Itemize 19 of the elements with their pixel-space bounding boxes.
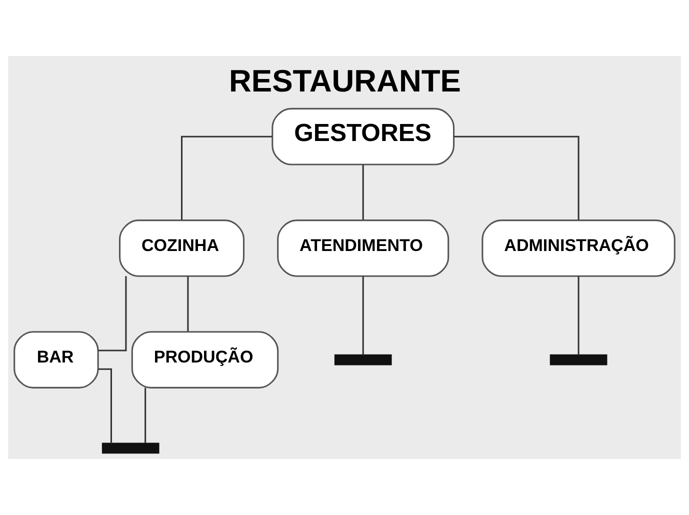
node-box: COZINHA [118,220,245,277]
node-bar [550,354,608,366]
node-bar [334,354,392,366]
connector [180,136,272,220]
connector [362,276,364,355]
connector [187,276,189,332]
connector [454,136,580,220]
connector [362,164,364,220]
node-box: GESTORES [272,108,455,166]
node-box: ADMINISTRAÇÃO [482,220,676,277]
connector [144,388,146,444]
connector [98,276,127,352]
node-box: ATENDIMENTO [277,220,450,277]
node-bar [102,442,160,454]
node-box: BAR [14,331,99,388]
connector [98,368,112,444]
connector [578,276,580,355]
node-box: PRODUÇÃO [131,331,279,388]
diagram-title: RESTAURANTE [229,64,461,99]
